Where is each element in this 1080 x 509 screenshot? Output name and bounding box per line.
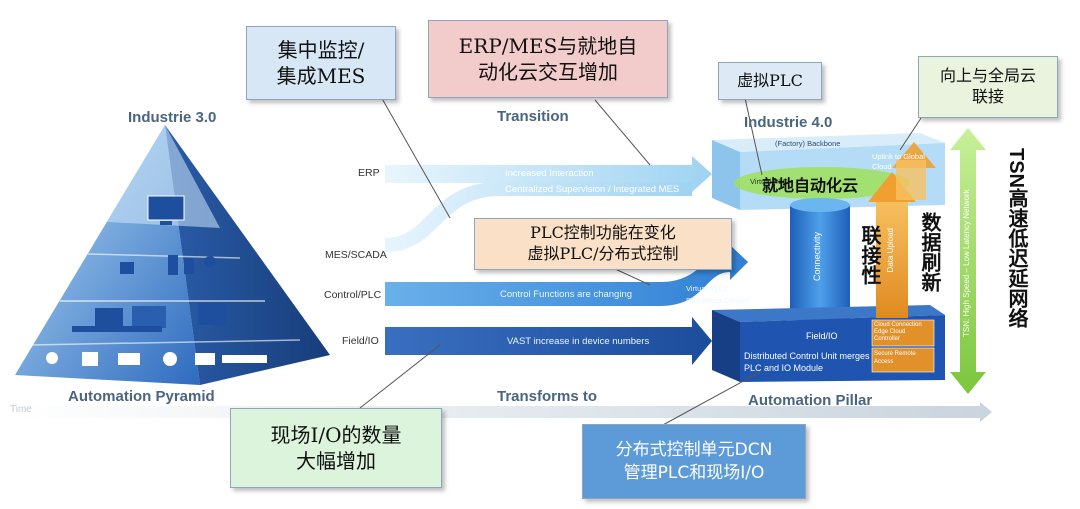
pyramid-title: Industrie 3.0 [128, 109, 217, 126]
connectivity-annotation: 联接性 [858, 225, 880, 285]
local-cloud-annotation: 就地自动化云 [762, 176, 859, 195]
callout-central-monitoring: 集中监控/ 集成MES [246, 26, 396, 100]
callout-global-cloud: 向上与全局云 联接 [918, 56, 1058, 118]
tsn-arrow [950, 128, 986, 394]
pillar-field-io-label: Field/IO [806, 331, 838, 341]
automation-pillar [712, 133, 945, 382]
time-label: Time [10, 404, 32, 415]
backbone-label: (Factory) Backbone [775, 139, 841, 148]
uplink-label: Uplink to Global Cloud [872, 152, 925, 171]
dcu-label: Distributed Control Unit merges PLC and … [744, 351, 870, 374]
data-upload-label: Data Upload [886, 228, 895, 273]
field-arrow [385, 317, 712, 365]
callout-field-io: 现场I/O的数量 大幅增加 [230, 408, 442, 488]
distributed-control-note: Distributed Control [686, 296, 749, 305]
control-arrow-text: Control Functions are changing [500, 289, 633, 300]
mes-arrow [385, 182, 692, 252]
level-erp: ERP [358, 167, 380, 179]
secure-access-box: Secure Remote Access [874, 351, 916, 365]
level-mes: MES/SCADA [325, 249, 387, 261]
callout-dcn: 分布式控制单元DCN 管理PLC和现场I/O [582, 424, 806, 499]
data-refresh-annotation: 数据刷新 [918, 212, 940, 292]
pillar-caption: Automation Pillar [748, 392, 873, 409]
erp-arrow-text: Increased Interaction [505, 168, 594, 179]
automation-pyramid [15, 125, 330, 385]
transition-arrows [385, 156, 748, 365]
level-field: Field/IO [342, 335, 379, 347]
callout-erp-mes: ERP/MES与就地自 动化云交互增加 [428, 20, 668, 98]
connectivity-label: Connectivity [812, 232, 822, 282]
mes-arrow-text: Centralized Supervision / Integrated MES [505, 184, 680, 195]
cloud-connection-box: Cloud Connection Edge Cloud Controller [874, 322, 922, 343]
virtual-plcs-note: Virtual PLCs [686, 284, 728, 293]
virtual-plc-label: Virtual PLC [750, 177, 788, 186]
callout-plc-control: PLC控制功能在变化 虚拟PLC/分布式控制 [474, 218, 732, 270]
tsn-arrow-text: TSN: High Speed – Low Latency Network [962, 189, 971, 337]
tsn-annotation: TSN高速低迟延网络 [1005, 148, 1027, 328]
pillar-title: Industrie 4.0 [744, 114, 833, 131]
transition-caption: Transforms to [497, 388, 598, 405]
pyramid-caption: Automation Pyramid [68, 388, 215, 405]
level-control: Control/PLC [324, 289, 382, 301]
control-arrow [385, 245, 748, 306]
callout-pointers [359, 94, 926, 433]
transition-title: Transition [497, 108, 569, 125]
callout-virtual-plc: 虚拟PLC [718, 62, 822, 100]
field-arrow-text: VAST increase in device numbers [507, 336, 650, 347]
